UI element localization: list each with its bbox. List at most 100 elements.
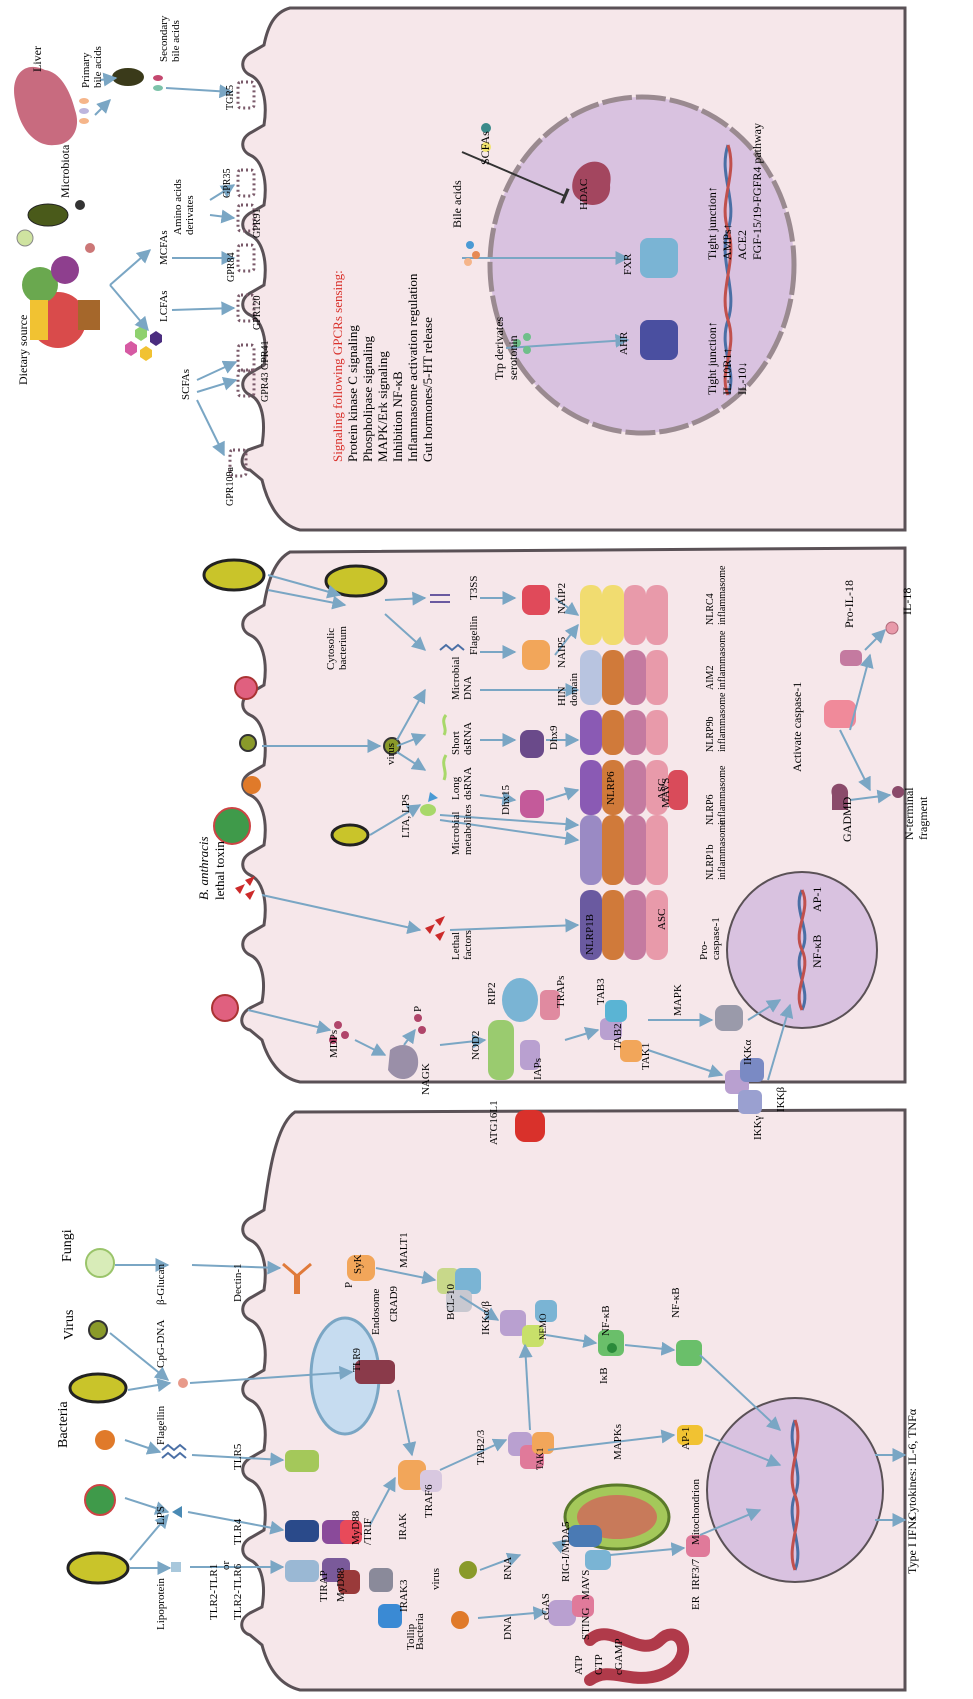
green-bacterium-p2 — [214, 808, 250, 844]
label-n-terminal: N-terminal fragment — [902, 787, 930, 840]
label-inf-nlrp1b: NLRP1b inflammasome — [705, 821, 729, 880]
il18-molecule — [886, 622, 898, 634]
bacterium-icon-p2b — [326, 566, 386, 596]
lipoprotein-icon — [171, 1562, 181, 1572]
label-bile-acids: Bile acids — [450, 180, 465, 228]
label-mcfas: MCFAs — [158, 230, 170, 265]
label-sting: STING — [580, 1608, 592, 1640]
label-gpr41: GPR41 — [260, 341, 271, 370]
label-naip5: NAIP5 — [556, 637, 568, 668]
label-er: ER — [690, 1596, 702, 1610]
pink-bacterium-p2 — [212, 995, 238, 1021]
label-ikkg: IKKγ — [752, 1116, 764, 1140]
label-gpr109a: GPR109a — [225, 467, 236, 506]
label-liver: Liver — [30, 46, 45, 72]
label-tak1-p1: TAK1 — [535, 1448, 545, 1470]
coccus-icon-p2 — [243, 776, 261, 794]
label-dhx9: Dhx9 — [548, 726, 560, 750]
label-scfas: SCFAs — [180, 369, 192, 400]
label-cgamp: cGAMP — [613, 1638, 625, 1675]
label-tlr9: TLR9 — [352, 1348, 363, 1372]
ahr-effect-2: IL-10R1↑ — [720, 348, 735, 395]
label-rig-mda5: RIG-I/MDA5 — [560, 1522, 572, 1583]
label-ikka: IKKα — [742, 1040, 754, 1065]
label-irak3: IRAK3 — [398, 1580, 410, 1612]
signaling-title: Signaling following GPCRs sensing: — [330, 270, 346, 462]
microbiota-icon — [17, 200, 95, 253]
label-primary-bile-acids: Primary bile acids — [80, 46, 104, 88]
label-mitochondrion: Mitochondrion — [690, 1479, 702, 1545]
label-cytokines: Cytokines: IL-6, TNFα — [905, 1409, 920, 1520]
label-cytosolic-bacterium: Cytosolic bacterium — [325, 626, 349, 670]
label-nlrp6: NLRP6 — [605, 771, 617, 805]
label-lipoprotein: Lipoprotein — [155, 1578, 167, 1630]
label-iaps: IAPs — [532, 1058, 544, 1080]
label-dhx15: Dhx15 — [500, 785, 512, 815]
label-atg16l1: ATG16L1 — [488, 1100, 500, 1145]
label-inf-nlrp9b: NLRP9b inflammasome — [705, 693, 729, 752]
fxr-effect-2: AMPs↑ — [720, 223, 735, 260]
label-fxr: FXR — [622, 254, 634, 275]
label-banthracis: B. anthracis — [196, 836, 212, 900]
signaling-line-2: Phospholipase signaling — [360, 336, 376, 462]
dsrna-short — [444, 715, 446, 735]
label-tak1-p2: TAK1 — [640, 1043, 652, 1070]
tgr5-receptor — [238, 82, 254, 108]
label-bacteria: Bacteria — [56, 1401, 72, 1448]
label-ikkb: IKKβ — [775, 1087, 787, 1112]
dhx9-protein — [520, 730, 544, 758]
label-nfkb-2: NF-κB — [670, 1287, 682, 1318]
label-mavs-p1: MAVS — [580, 1570, 592, 1600]
label-microbiota: Microbiota — [58, 145, 73, 198]
fxr-effect-4: FGF-15/19-FGFR4 pathway — [750, 123, 765, 260]
bacterium-icon-p2a — [204, 560, 264, 590]
label-ap1-p1: AP-1 — [680, 1427, 692, 1450]
tlr5-receptor — [285, 1450, 319, 1472]
tlr2-receptor — [285, 1560, 319, 1582]
label-scfas-nucleus: SCFAs — [478, 131, 493, 165]
label-hdac: HDAC — [578, 179, 590, 210]
label-gadmd: GADMD — [840, 797, 855, 842]
dsrna-long — [444, 755, 446, 780]
label-microbial-dna: Microbial DNA — [450, 657, 474, 700]
label-malt1: MALT1 — [398, 1232, 410, 1268]
label-virus-p2: virus — [385, 743, 397, 765]
label-hin-domain: HIN domain — [556, 673, 580, 706]
label-dna: DNA — [502, 1616, 514, 1640]
label-tab3-p2: TAB3 — [595, 978, 607, 1005]
label-bcl10: BCL-10 — [445, 1284, 457, 1320]
label-mapk-p2: MAPK — [672, 984, 684, 1016]
ahr-effect-1: Tight junction↑ — [705, 321, 720, 395]
label-mavs-p2: MAVS — [660, 778, 672, 808]
atg16l1-protein — [515, 1110, 545, 1142]
label-mapks: MAPKs — [612, 1424, 624, 1460]
label-nfkb-1: NF-κB — [600, 1305, 612, 1336]
label-nod2: NOD2 — [470, 1031, 482, 1060]
label-type1-ifns: Type I IFNs — [905, 1516, 920, 1574]
label-gpr43: GPR43 — [260, 373, 271, 402]
label-gtp: GTP — [593, 1654, 605, 1675]
label-il18: IL-18 — [900, 588, 915, 615]
label-tlr2-tlr1: TLR2-TLR1 — [208, 1564, 220, 1620]
label-irak: IRAK — [397, 1513, 409, 1540]
label-mdps: MDPs — [328, 1030, 340, 1058]
label-cgas: cGAS — [540, 1593, 552, 1620]
lps-icon — [172, 1506, 182, 1518]
label-nfkb-p2: NF-κB — [810, 935, 825, 968]
label-secondary-bile-acids: Secondary bile acids — [158, 16, 182, 62]
label-long-dsrna: Long dsRNA — [450, 767, 474, 800]
label-syk: SyK — [352, 1254, 364, 1274]
signaling-line-1: Protein kinase C signaling — [345, 325, 361, 462]
label-inf-nlrc4: NLRC4 inflammasome — [705, 566, 729, 625]
label-nlrp1b: NLRP1B — [584, 914, 596, 955]
label-microbial-metabolites: Microbial metabolites — [450, 804, 474, 855]
dhx15-protein — [520, 790, 544, 818]
naip5-protein — [522, 640, 550, 670]
label-p-p2: P — [412, 1006, 424, 1012]
label-tlr2-tlr6: TLR2-TLR6 — [232, 1564, 244, 1620]
bacterium-icon-p2c — [332, 825, 368, 845]
ahr-protein — [640, 320, 678, 360]
label-irf37: IRF3/7 — [690, 1559, 702, 1590]
signaling-line-5: Inflammasome activation regulation — [405, 274, 421, 462]
label-traps: TRAPs — [555, 976, 567, 1008]
